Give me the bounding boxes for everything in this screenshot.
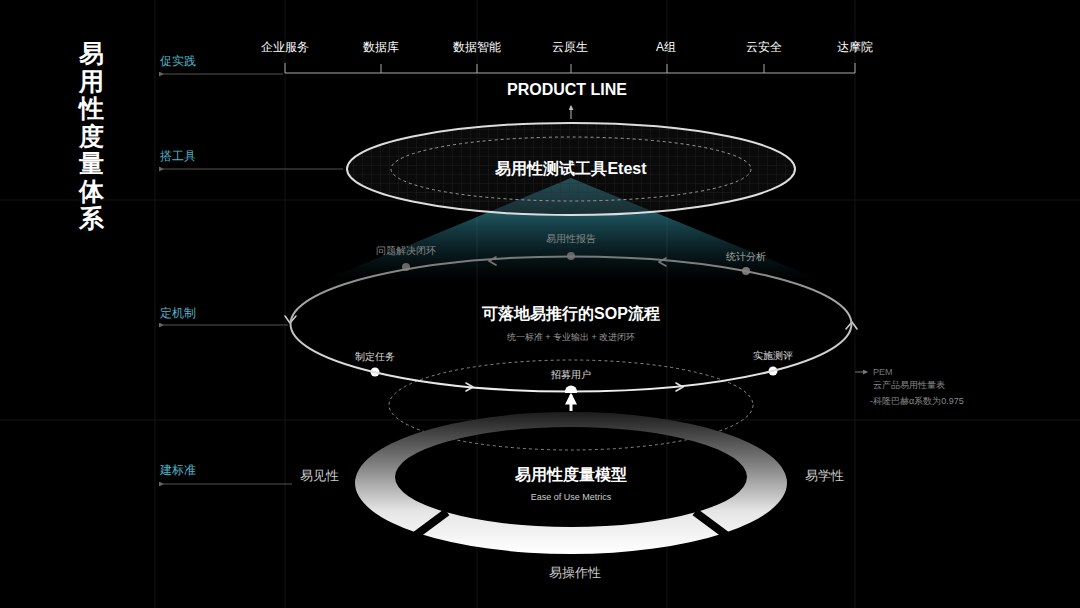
label: PRODUCT LINE	[507, 81, 627, 99]
connector-arrow	[570, 395, 573, 411]
label: 易见性	[300, 467, 339, 485]
node-subtitle: 统一标准 + 专业输出 + 改进闭环	[507, 331, 636, 344]
label: 搭工具	[160, 148, 196, 165]
label: 云产品易用性量表	[873, 379, 945, 392]
label: 招募用户	[551, 368, 591, 382]
label: 达摩院	[837, 39, 873, 56]
ellipse-node: 易用性测试工具Etest	[345, 121, 797, 217]
label: 制定任务	[355, 350, 395, 364]
diagram-title: 易用性度量体系	[79, 40, 104, 233]
node-title: 易用性度量模型	[515, 465, 627, 486]
label: 企业服务	[261, 39, 309, 56]
label: 易操作性	[549, 564, 601, 582]
label: A组	[656, 39, 676, 56]
label: 统计分析	[726, 250, 766, 264]
label: 实施测评	[753, 349, 793, 363]
node-outline	[354, 411, 788, 555]
node-subtitle: Ease of Use Metrics	[531, 492, 612, 502]
label: 数据库	[363, 39, 399, 56]
label: 问题解决闭环	[376, 244, 436, 258]
label: 易用性报告	[546, 232, 596, 246]
label: 定机制	[160, 305, 196, 322]
label: 促实践	[160, 53, 196, 70]
label: 云原生	[552, 39, 588, 56]
label: -科隆巴赫α系数为0.975	[870, 395, 964, 408]
label: PEM	[873, 367, 893, 377]
label: 建标准	[160, 462, 196, 479]
label: 云安全	[746, 39, 782, 56]
node-title: 易用性测试工具Etest	[495, 159, 646, 180]
node-title: 可落地易推行的SOP流程	[482, 304, 660, 325]
label: 数据智能	[453, 39, 501, 56]
ellipse-node: 易用性度量模型 Ease of Use Metrics	[354, 411, 788, 555]
label: 易学性	[805, 467, 844, 485]
